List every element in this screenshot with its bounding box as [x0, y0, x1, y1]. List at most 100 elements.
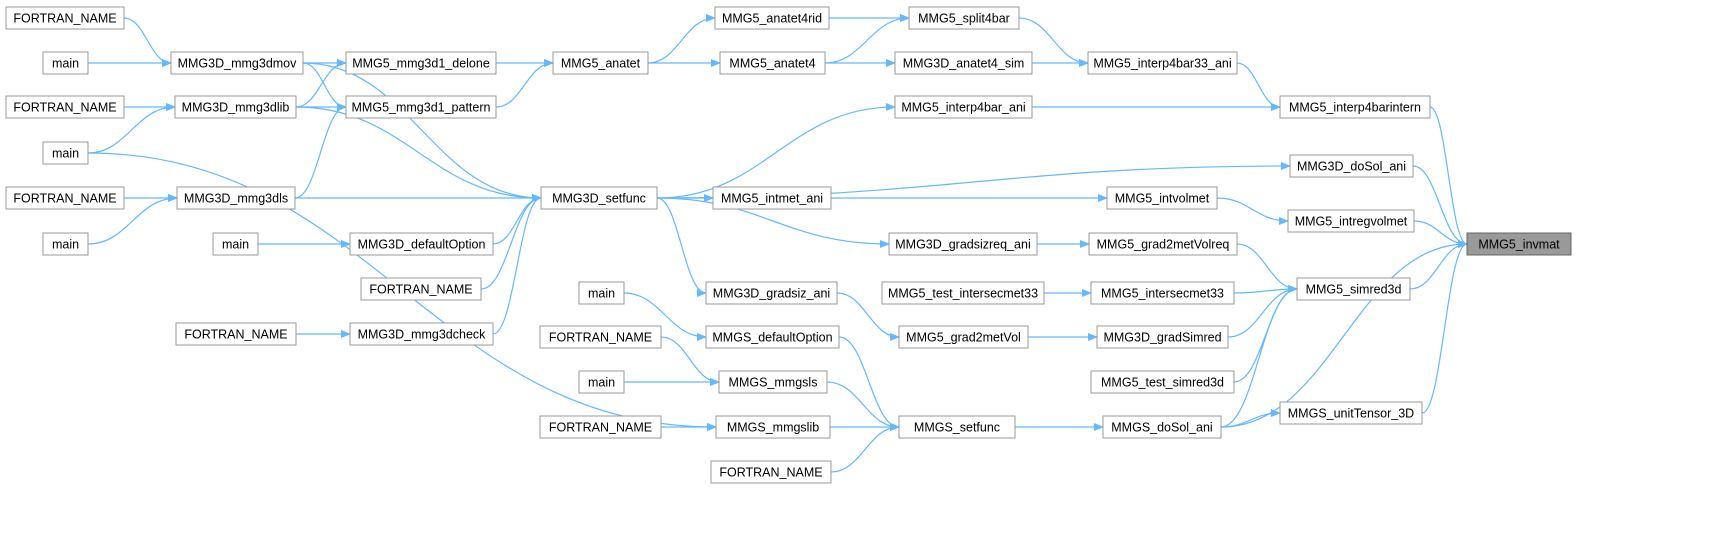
node-mmgs-setfunc[interactable]: MMGS_setfunc	[898, 415, 1016, 439]
node-mmg3d-gradsiz-ani[interactable]: MMG3D_gradsiz_ani	[705, 281, 838, 305]
node-fortran-name[interactable]: FORTRAN_NAME	[175, 322, 297, 346]
edge-n44-n49	[1220, 285, 1298, 428]
node-box	[1102, 415, 1222, 439]
node-box	[42, 141, 89, 165]
node-label: FORTRAN_NAME	[369, 283, 472, 297]
node-fortran-name[interactable]: FORTRAN_NAME	[360, 277, 482, 301]
node-mmg5-grad2metvol[interactable]: MMG5_grad2metVol	[898, 325, 1029, 349]
node-mmg3d-mmg3dcheck[interactable]: MMG3D_mmg3dcheck	[349, 322, 494, 346]
edge-n17-n23	[647, 14, 716, 64]
node-box	[174, 95, 297, 119]
node-label: MMGS_doSol_ani	[1111, 421, 1212, 435]
node-mmg5-grad2metvolreq[interactable]: MMG5_grad2metVolreq	[1088, 232, 1238, 256]
node-mmg5-intvolmet[interactable]: MMG5_intvolmet	[1106, 186, 1218, 210]
edge-n31-n38	[1018, 17, 1089, 67]
node-mmg5-anatet4rid[interactable]: MMG5_anatet4rid	[714, 6, 830, 30]
node-label: MMGS_mmgsls	[729, 376, 818, 390]
node-label: MMG5_test_simred3d	[1101, 376, 1224, 390]
edge-n49-n48	[1409, 240, 1468, 290]
node-mmg5-test-simred3d[interactable]: MMG5_test_simred3d	[1090, 370, 1235, 394]
node-label: MMG5_mmg3d1_pattern	[352, 101, 491, 115]
node-mmg3d-defaultoption[interactable]: MMG3D_defaultOption	[349, 232, 494, 256]
node-label: MMG5_interp4bar33_ani	[1093, 57, 1231, 71]
node-mmg5-intersecmet33[interactable]: MMG5_intersecmet33	[1090, 281, 1235, 305]
node-mmg5-mmg3d1-pattern[interactable]: MMG5_mmg3d1_pattern	[345, 95, 497, 119]
node-fortran-name[interactable]: FORTRAN_NAME	[5, 186, 125, 210]
node-box	[5, 6, 125, 30]
node-mmg5-interp4bar33-ani[interactable]: MMG5_interp4bar33_ani	[1087, 51, 1238, 75]
node-box	[894, 95, 1033, 119]
node-mmg3d-gradsimred[interactable]: MMG3D_gradSimred	[1096, 325, 1229, 349]
node-mmg5-interp4bar-ani[interactable]: MMG5_interp4bar_ani	[894, 95, 1033, 119]
node-fortran-name[interactable]: FORTRAN_NAME	[539, 415, 662, 439]
node-mmg3d-mmg3dls[interactable]: MMG3D_mmg3dls	[176, 186, 296, 210]
node-box	[898, 415, 1016, 439]
node-box	[712, 186, 832, 210]
node-fortran-name[interactable]: FORTRAN_NAME	[5, 95, 125, 119]
node-label: MMG3D_doSol_ani	[1297, 160, 1406, 174]
node-box	[349, 322, 494, 346]
edge-n14-n17	[495, 59, 554, 108]
node-mmg5-mmg3d1-delone[interactable]: MMG5_mmg3d1_delone	[345, 51, 497, 75]
node-mmg3d-mmg3dmov[interactable]: MMG3D_mmg3dmov	[170, 51, 304, 75]
node-main[interactable]: main	[42, 232, 89, 256]
node-label: main	[222, 238, 249, 252]
node-box	[1096, 325, 1229, 349]
node-label: MMG5_intersecmet33	[1101, 287, 1224, 301]
node-main[interactable]: main	[42, 141, 89, 165]
node-mmg3d-mmg3dlib[interactable]: MMG3D_mmg3dlib	[174, 95, 297, 119]
edge-n18-n34	[656, 197, 890, 248]
node-mmg3d-anatet4-sim[interactable]: MMG3D_anatet4_sim	[894, 51, 1033, 75]
edge-n27-n37	[838, 336, 900, 431]
node-mmg5-intregvolmet[interactable]: MMG5_intregvolmet	[1287, 209, 1415, 233]
node-label: MMG5_test_intersecmet33	[888, 287, 1038, 301]
node-mmgs-mmgslib[interactable]: MMGS_mmgslib	[715, 415, 831, 439]
node-label: FORTRAN_NAME	[13, 192, 116, 206]
node-mmgs-unittensor-3d[interactable]: MMGS_unitTensor_3D	[1279, 401, 1423, 425]
node-main[interactable]: main	[578, 370, 625, 394]
node-mmg5-test-intersecmet33[interactable]: MMG5_test_intersecmet33	[881, 281, 1045, 305]
node-box	[5, 95, 125, 119]
node-label: MMG3D_defaultOption	[358, 238, 486, 252]
edge-n39-n47	[1216, 197, 1289, 225]
node-label: MMGS_setfunc	[914, 421, 1000, 435]
node-label: MMG3D_mmg3dls	[184, 192, 288, 206]
edge-n18-n26	[656, 197, 707, 297]
node-mmg5-anatet[interactable]: MMG5_anatet	[552, 51, 649, 75]
node-fortran-name[interactable]: FORTRAN_NAME	[710, 460, 832, 484]
node-mmgs-defaultoption[interactable]: MMGS_defaultOption	[705, 325, 840, 349]
node-box	[540, 186, 658, 210]
node-main[interactable]: main	[578, 281, 625, 305]
node-mmg3d-dosol-ani[interactable]: MMG3D_doSol_ani	[1289, 154, 1414, 178]
edge-n24-n31	[824, 14, 910, 64]
node-mmg5-anatet4[interactable]: MMG5_anatet4	[719, 51, 826, 75]
node-box	[705, 281, 838, 305]
node-box	[908, 6, 1020, 30]
node-mmg5-simred3d[interactable]: MMG5_simred3d	[1296, 277, 1411, 301]
node-main[interactable]: main	[42, 51, 89, 75]
node-label: main	[52, 147, 79, 161]
node-main[interactable]: main	[212, 232, 259, 256]
node-mmgs-dosol-ani[interactable]: MMGS_doSol_ani	[1102, 415, 1222, 439]
node-label: MMG5_anatet4	[729, 57, 815, 71]
node-label: FORTRAN_NAME	[13, 101, 116, 115]
node-box	[715, 415, 831, 439]
node-mmg3d-setfunc[interactable]: MMG3D_setfunc	[540, 186, 658, 210]
node-fortran-name[interactable]: FORTRAN_NAME	[539, 325, 662, 349]
node-mmg5-interp4barintern[interactable]: MMG5_interp4barintern	[1279, 95, 1431, 119]
node-mmg5-intmet-ani[interactable]: MMG5_intmet_ani	[712, 186, 832, 210]
node-box	[170, 51, 304, 75]
node-box	[1106, 186, 1218, 210]
node-box	[42, 51, 89, 75]
edge-n50-n48	[1421, 240, 1468, 414]
node-mmg5-invmat[interactable]: MMG5_invmat	[1466, 232, 1572, 256]
node-box	[1088, 232, 1238, 256]
node-label: MMG3D_setfunc	[552, 192, 646, 206]
node-mmg5-split4bar[interactable]: MMG5_split4bar	[908, 6, 1020, 30]
node-mmg3d-gradsizreq-ani[interactable]: MMG3D_gradsizreq_ani	[888, 232, 1038, 256]
node-box	[578, 370, 625, 394]
node-mmgs-mmgsls[interactable]: MMGS_mmgsls	[718, 370, 828, 394]
edge-n44-n48	[1220, 240, 1468, 428]
node-fortran-name[interactable]: FORTRAN_NAME	[5, 6, 125, 30]
